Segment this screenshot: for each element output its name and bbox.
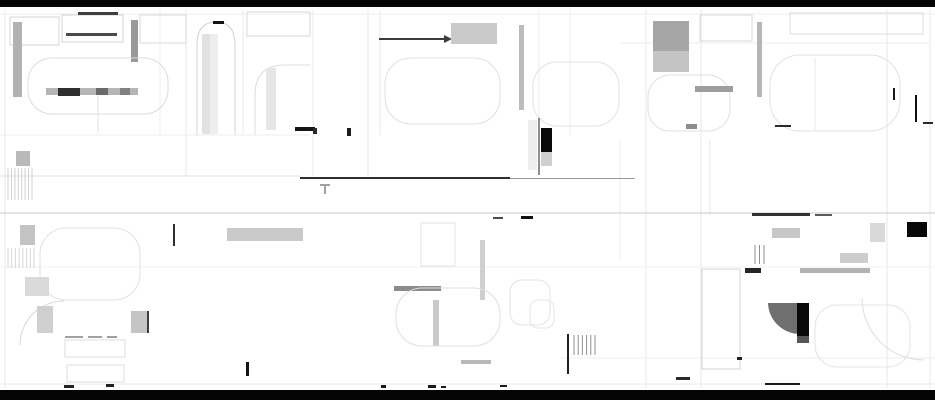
dark-accent-dash: [521, 216, 533, 219]
fixture-shade: [528, 120, 537, 170]
divider-dark-line: [300, 177, 510, 179]
sofa-outline: [395, 287, 501, 347]
gray-block: [870, 223, 885, 242]
dark-accent-dash: [915, 95, 917, 122]
black-fixture-block: [541, 128, 552, 152]
bottom-dash: [500, 385, 507, 387]
bottom-dash: [64, 385, 74, 388]
gray-block: [37, 306, 53, 333]
tee-mark: [324, 184, 326, 194]
dark-accent-dash: [246, 362, 249, 376]
room-outline: [420, 222, 456, 267]
sofa-outline: [814, 304, 911, 368]
gray-block: [25, 277, 49, 296]
dark-accent-dash: [923, 122, 933, 124]
wall-poche-bar: [757, 22, 762, 97]
bottom-dash: [441, 386, 446, 388]
dark-accent-dash: [493, 217, 503, 219]
bottom-dash: [428, 385, 436, 388]
dark-accent-dash: [173, 224, 175, 246]
sofa-outline: [384, 57, 501, 125]
divider-gray-line: [510, 178, 635, 179]
room-outline: [139, 14, 187, 44]
gray-block: [451, 23, 497, 44]
counter-outline: [254, 64, 310, 135]
gray-bar: [695, 86, 733, 92]
sofa-shadow-mid: [96, 88, 108, 95]
dark-accent-dash: [66, 33, 117, 36]
gray-block: [16, 151, 30, 166]
fixture-shade: [797, 336, 809, 343]
dark-accent-dash: [737, 357, 742, 360]
dark-accent-dash: [567, 334, 569, 374]
black-fixture-block: [797, 303, 809, 336]
dark-accent-dash: [752, 213, 810, 216]
dashed-line-seg: [88, 336, 102, 338]
door-swing-arc: [19, 300, 65, 346]
bottom-dash: [676, 377, 690, 380]
gray-block: [227, 228, 303, 241]
dark-accent-dash: [347, 128, 351, 136]
gray-block: [772, 228, 800, 238]
black-fixture-block: [907, 222, 927, 237]
gradient-block-dark: [653, 21, 689, 51]
room-outline: [9, 16, 60, 46]
arch-niche-shade-dark: [202, 34, 210, 134]
sofa-shadow-band: [46, 88, 138, 95]
room-outline: [64, 339, 126, 358]
room-outline: [61, 14, 124, 43]
bottom-dash: [381, 385, 386, 388]
fixture-shade: [541, 152, 552, 166]
sofa-shadow-dark: [58, 88, 80, 96]
sofa-outline: [39, 227, 141, 301]
fixture-outline: [529, 299, 555, 329]
bottom-letterbox-bar: [0, 390, 935, 400]
fixture-outline: [509, 279, 551, 326]
dark-accent-dash: [295, 127, 315, 131]
room-outline: [789, 12, 924, 35]
door-swing-arc: [861, 297, 925, 361]
wall-poche-bar: [131, 20, 138, 62]
room-outline: [701, 268, 741, 370]
top-letterbox-bar: [0, 0, 935, 7]
sofa-outline: [532, 61, 620, 127]
bottom-dash: [106, 384, 114, 387]
gray-bar: [461, 360, 491, 364]
dark-accent-dash: [213, 21, 224, 24]
dark-accent-dash: [745, 268, 761, 273]
gray-block: [840, 253, 868, 263]
counter-shade: [266, 68, 276, 130]
sofa-outline: [769, 54, 901, 132]
sofa-outline: [647, 74, 731, 132]
dark-accent-dash: [765, 383, 800, 385]
gray-bar: [800, 268, 870, 273]
dark-accent-dash: [775, 125, 791, 127]
room-outline: [66, 364, 125, 383]
dark-accent-dash: [815, 214, 832, 216]
room-outline: [699, 14, 753, 42]
dashed-line-seg: [107, 336, 117, 338]
wall-poche-bar: [433, 300, 439, 346]
dark-accent-dash: [313, 128, 317, 134]
wall-poche-bar: [519, 25, 524, 110]
room-outline: [246, 11, 311, 37]
dashed-line-seg: [65, 336, 83, 338]
dark-accent-dash: [78, 12, 118, 15]
sofa-shadow-mid: [120, 88, 130, 95]
door-swing-wedge: [768, 303, 799, 334]
wall-poche-bar: [480, 240, 485, 300]
wall-poche-bar: [13, 22, 22, 97]
gray-bar: [686, 124, 697, 129]
gray-block: [20, 225, 35, 245]
gray-block: [131, 311, 149, 333]
dark-accent-dash: [147, 311, 149, 333]
dimension-arrow-head: [444, 35, 452, 43]
gradient-block-light: [653, 51, 689, 72]
dark-accent-dash: [893, 88, 895, 100]
